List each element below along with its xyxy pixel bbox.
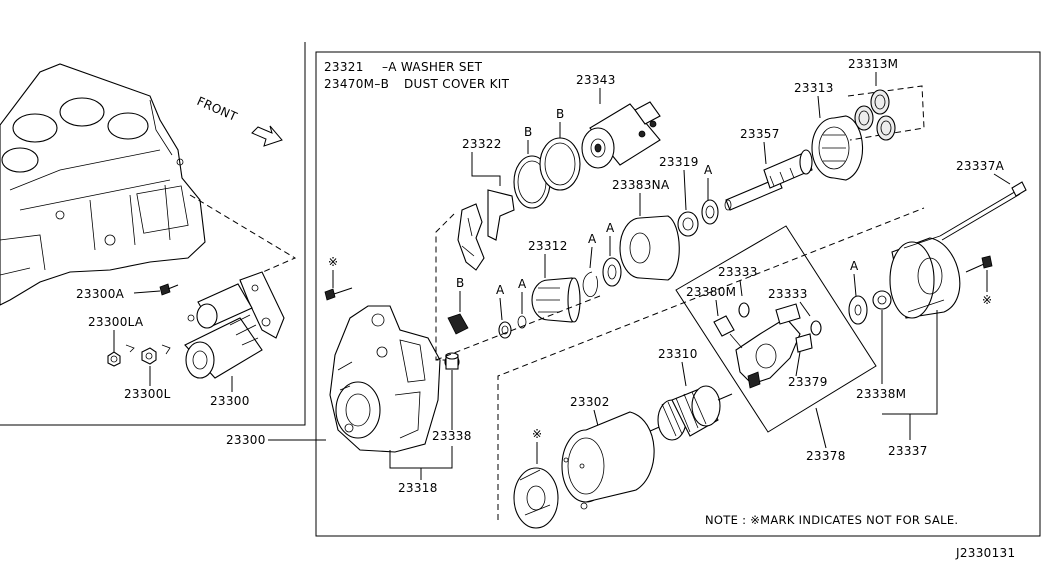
- not-for-sale-mark-1: ※: [328, 255, 338, 269]
- label-23343: 23343: [576, 73, 616, 87]
- brush-holder-box: [675, 225, 877, 433]
- label-23318: 23318: [398, 481, 438, 495]
- nut-23300L-icon: [125, 314, 195, 365]
- note-dustcover-text: DUST COVER KIT: [404, 77, 510, 91]
- label-23302: 23302: [570, 395, 610, 409]
- label-23310: 23310: [658, 347, 698, 361]
- washer-A-3: [701, 199, 719, 225]
- planet-gears-23313M: [854, 89, 896, 141]
- bearing-23338M: [872, 290, 892, 310]
- engine-block-illustration: [0, 63, 206, 306]
- marker-A-6: A: [850, 259, 859, 273]
- washer-A-rear: [848, 295, 868, 325]
- nut-23300LA-icon: [107, 351, 121, 367]
- brush-holder-assembly: [713, 303, 813, 389]
- gear-housing-23318: [329, 305, 441, 453]
- note-washer-text: –A WASHER SET: [382, 60, 483, 74]
- pinion-gear-23312: [531, 277, 581, 323]
- washer-23319: [677, 211, 699, 237]
- label-23312: 23312: [528, 239, 568, 253]
- inset-dashed-leader: [189, 194, 297, 283]
- note-dustcover-code: 23470M–B: [324, 77, 389, 91]
- through-bolt-23337A: [939, 181, 1027, 241]
- washer-A-2: [602, 257, 622, 287]
- starter-assembly-small: [184, 271, 285, 379]
- internal-gear-23383NA: [619, 215, 680, 281]
- yoke-23302: [561, 411, 655, 510]
- label-23383NA: 23383NA: [612, 178, 670, 192]
- inset-frame: [0, 42, 306, 426]
- main-frame: [315, 51, 1041, 537]
- ring-gear-23313: [811, 115, 864, 181]
- label-23380M: 23380M: [686, 285, 736, 299]
- label-23333-b: 23333: [768, 287, 808, 301]
- armature-23310: [647, 385, 733, 441]
- shift-lever-23322: [457, 189, 515, 271]
- marker-B-1: B: [524, 125, 533, 139]
- front-arrow-icon: [251, 125, 283, 147]
- marker-A-3: A: [588, 232, 597, 246]
- snap-ring-icon: [517, 315, 527, 329]
- planetary-shaft-23357: [724, 149, 813, 211]
- label-23357: 23357: [740, 127, 780, 141]
- screw-not-for-sale-icon: [965, 255, 993, 273]
- washer-A-1: [498, 321, 512, 339]
- label-23300-inset: 23300: [210, 394, 250, 408]
- solenoid-switch-23343: [581, 101, 661, 169]
- marker-A-2: A: [518, 277, 527, 291]
- front-label: FRONT: [195, 94, 240, 124]
- label-23313M: 23313M: [848, 57, 898, 71]
- label-23300A: 23300A: [76, 287, 125, 301]
- seal-plate-not-for-sale: [513, 467, 559, 529]
- bolt-not-for-sale-icon: [324, 287, 353, 301]
- diagram-code: J2330131: [955, 546, 1015, 560]
- brush-spring-23333-a: [738, 302, 750, 318]
- label-23378: 23378: [806, 449, 846, 463]
- label-23379: 23379: [788, 375, 828, 389]
- label-23337A: 23337A: [956, 159, 1005, 173]
- not-for-sale-mark-3: ※: [982, 293, 992, 307]
- dust-cover-B-2: [539, 137, 581, 191]
- label-23333-a: 23333: [718, 265, 758, 279]
- marker-B-clip: B: [456, 276, 465, 290]
- label-23300-main: 23300: [226, 433, 266, 447]
- label-23338M: 23338M: [856, 387, 906, 401]
- label-23322: 23322: [462, 137, 502, 151]
- note-washer-code: 23321: [324, 60, 364, 74]
- label-23300LA: 23300LA: [88, 315, 144, 329]
- bushing-23338: [444, 352, 460, 370]
- rear-cover-23337: [889, 235, 961, 319]
- bolt-23300A-icon: [159, 283, 179, 296]
- label-23337: 23337: [888, 444, 928, 458]
- marker-A-5: A: [704, 163, 713, 177]
- marker-A-1: A: [496, 283, 505, 297]
- label-23319: 23319: [659, 155, 699, 169]
- brush-spring-23333-b: [810, 320, 822, 336]
- marker-B-2: B: [556, 107, 565, 121]
- label-23338: 23338: [432, 429, 472, 443]
- label-23313: 23313: [794, 81, 834, 95]
- not-for-sale-note: NOTE : ※MARK INDICATES NOT FOR SALE.: [705, 513, 958, 527]
- clip-part-icon: [447, 313, 469, 335]
- not-for-sale-mark-2: ※: [532, 427, 542, 441]
- snap-ring-2: [582, 271, 598, 298]
- label-23300L: 23300L: [124, 387, 171, 401]
- marker-A-4: A: [606, 221, 615, 235]
